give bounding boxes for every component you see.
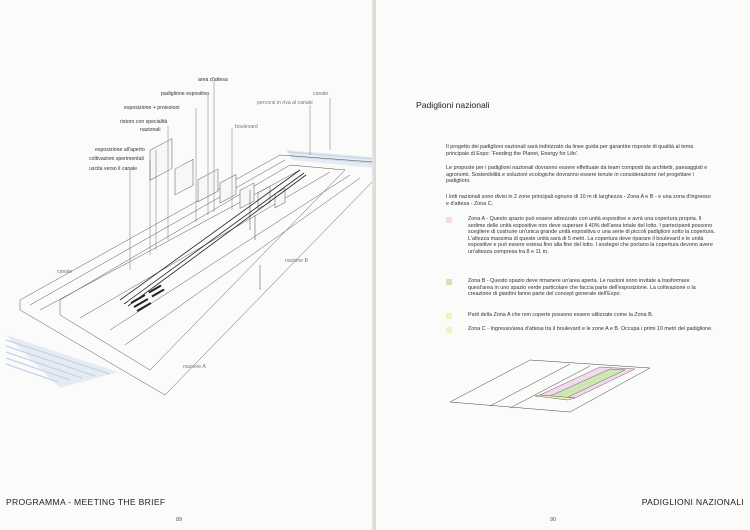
paragraph-lots: I lotti nazionali sono divisi in 2 zone … — [446, 194, 711, 207]
support-posts — [249, 190, 261, 290]
crosswalk — [130, 284, 165, 312]
zone-b-item: Zona B - Questo spazio deve rimanere un'… — [446, 278, 714, 308]
book-gutter — [372, 0, 378, 530]
zone-b-swatch — [446, 279, 452, 285]
label-boulevard: boulevard — [235, 124, 258, 130]
footer-chapter-title: PADIGLIONI NAZIONALI — [641, 497, 744, 507]
label-percorsi-canale: percorsi in riva al canale — [257, 100, 313, 106]
label-uscita-canale: uscita verso il canale — [89, 166, 138, 172]
right-page: Padiglioni nazionali Il progetto dei pad… — [376, 0, 750, 530]
zone-a-uncovered-item: Parti della Zona A che non coperte posso… — [446, 312, 714, 322]
label-padiglione-espositivo: padiglione espositivo — [161, 91, 210, 97]
zone-a-swatch — [446, 217, 452, 223]
paragraph-intro: Il progetto dei padiglioni nazionali sar… — [446, 144, 694, 157]
canal-water-left — [5, 335, 118, 388]
zone-a-uncovered-text: Parti della Zona A che non coperte posso… — [468, 312, 654, 318]
label-area-attesa: area d'attesa — [198, 77, 228, 83]
label-esposizione-proiezioni: esposizione + proiezioni — [124, 105, 180, 111]
label-nazione-a: nazione A — [183, 364, 206, 370]
left-page: area d'attesa padiglione espositivo espo… — [0, 0, 374, 530]
zone-c-swatch — [446, 327, 452, 333]
label-canale-left: canale — [57, 269, 73, 275]
footer-section-title: PROGRAMMA - MEETING THE BRIEF — [6, 497, 166, 507]
label-esposizione-aperto: esposizione all'aperto — [95, 147, 145, 153]
zone-a-uncovered-swatch — [446, 313, 452, 319]
axonometric-drawing — [5, 80, 374, 396]
zone-a-text: Zona A - Questo spazio può essere attrez… — [468, 216, 716, 255]
zone-c-text: Zona C - Ingresso/area d'attesa tra il b… — [468, 326, 713, 332]
paragraph-teams: Le proposte per i padiglioni nazionali d… — [446, 165, 708, 185]
zone-c-item: Zona C - Ingresso/area d'attesa tra il b… — [446, 326, 714, 342]
page-number-left: 89 — [176, 517, 183, 523]
zone-b-text: Zona B - Questo spazio deve rimanere un'… — [468, 278, 696, 298]
leader-lines — [129, 80, 331, 270]
label-nazione-b: nazione B — [285, 258, 309, 264]
section-title: Padiglioni nazionali — [416, 100, 490, 110]
boulevard-band — [119, 169, 307, 307]
label-canale-top: canale — [313, 91, 329, 97]
zone-a-item: Zona A - Questo spazio può essere attrez… — [446, 216, 716, 276]
label-ristoro-1: ristoro con specialità — [120, 119, 168, 125]
page-number-right: 90 — [550, 517, 557, 523]
canal-water-top — [286, 150, 374, 168]
label-ristoro-2: nazionali — [140, 127, 161, 133]
label-coltivazioni: coltivazioni sperimentali — [89, 156, 144, 162]
lot-zone-diagram — [450, 359, 650, 413]
